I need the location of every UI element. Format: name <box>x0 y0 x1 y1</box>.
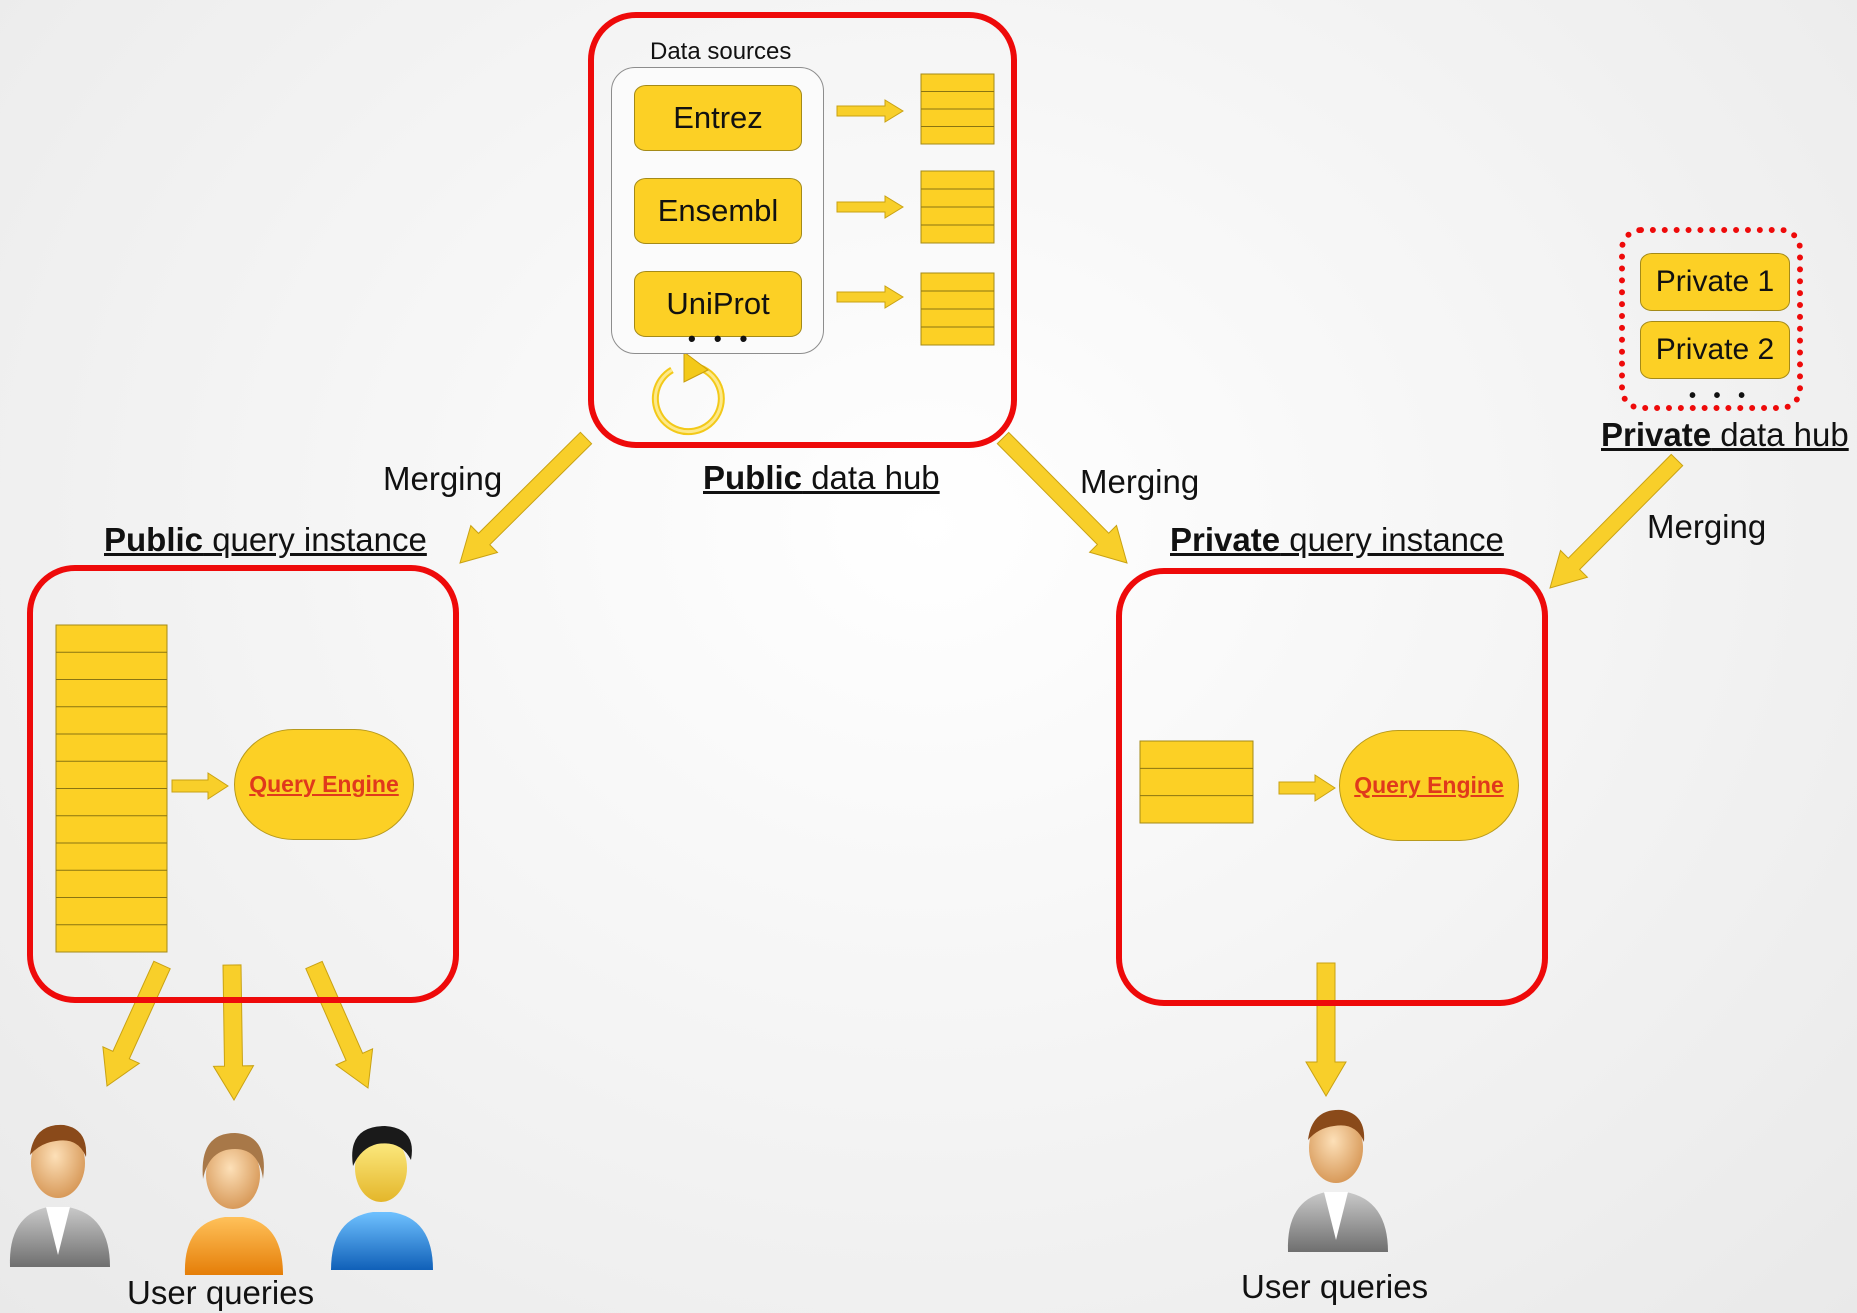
arrow-to-private-user <box>1305 962 1347 1097</box>
private-data-hub-title: Private data hub <box>1601 416 1849 454</box>
merging-label-right: Merging <box>1080 463 1200 500</box>
arrow-to-user-1 <box>102 960 171 1087</box>
arrow-merge-private <box>996 431 1128 564</box>
private-query-engine[interactable]: Query Engine <box>1339 730 1519 841</box>
private-hub-title-bold: Private <box>1601 416 1712 453</box>
public-merged-table <box>55 624 168 953</box>
private-user-queries-label: User queries <box>1241 1268 1429 1305</box>
public-query-engine[interactable]: Query Engine <box>234 729 414 840</box>
private-merged-table <box>1139 740 1254 824</box>
data-tables <box>55 73 1254 953</box>
public-query-instance <box>27 565 459 1003</box>
merging-label-left: Merging <box>383 460 503 497</box>
arrow-entrez-to-table <box>836 99 904 123</box>
arrow-merge-public <box>459 431 593 564</box>
arrow-merge-private-hub <box>1549 453 1684 589</box>
source-db-entrez[interactable]: Entrez <box>634 85 802 151</box>
user-avatar-orange <box>184 1133 283 1275</box>
arrow-uniprot-to-table <box>836 285 904 309</box>
public-instance-title-bold: Public <box>104 521 204 558</box>
user-avatar-blue <box>331 1126 433 1270</box>
user-avatar-gray-2 <box>1287 1109 1388 1252</box>
private-query-engine-label: Query Engine <box>1354 772 1504 798</box>
public-data-hub-title: Public data hub <box>703 459 940 497</box>
flow-arrows <box>102 99 1684 1101</box>
private-db-1[interactable]: Private 1 <box>1640 253 1790 311</box>
private-query-instance-title: Private query instance <box>1170 521 1504 559</box>
private-data-hub <box>1619 227 1803 411</box>
private-ellipsis: • • • <box>1689 385 1752 407</box>
private-query-instance <box>1116 568 1548 1006</box>
arrow-ensembl-to-table <box>836 195 904 219</box>
source-db-ensembl[interactable]: Ensembl <box>634 178 802 244</box>
source-db-uniprot[interactable]: UniProt <box>634 271 802 337</box>
entrez-table <box>920 73 995 145</box>
public-hub-title-bold: Public <box>703 459 803 496</box>
data-sources-label: Data sources <box>650 38 792 65</box>
sources-ellipsis: • • • <box>688 326 754 351</box>
public-instance-title-rest: query instance <box>203 521 427 558</box>
private-hub-title-rest: data hub <box>1711 416 1849 453</box>
uniprot-table <box>920 272 995 346</box>
merging-label-private: Merging <box>1647 508 1767 545</box>
private-instance-title-bold: Private <box>1170 521 1281 558</box>
public-user-queries-label: User queries <box>127 1274 315 1311</box>
arrow-to-user-3 <box>305 960 374 1089</box>
arrow-table-to-public-engine <box>171 772 229 800</box>
private-instance-title-rest: query instance <box>1280 521 1504 558</box>
arrow-table-to-private-engine <box>1278 774 1336 802</box>
ensembl-table <box>920 170 995 244</box>
refresh-cycle-icon <box>651 351 725 436</box>
public-query-engine-label: Query Engine <box>249 771 399 797</box>
public-query-instance-title: Public query instance <box>104 521 427 559</box>
user-avatar-gray-1 <box>9 1124 110 1267</box>
public-data-hub <box>588 12 1017 448</box>
public-hub-title-rest: data hub <box>802 459 940 496</box>
private-db-2[interactable]: Private 2 <box>1640 321 1790 379</box>
